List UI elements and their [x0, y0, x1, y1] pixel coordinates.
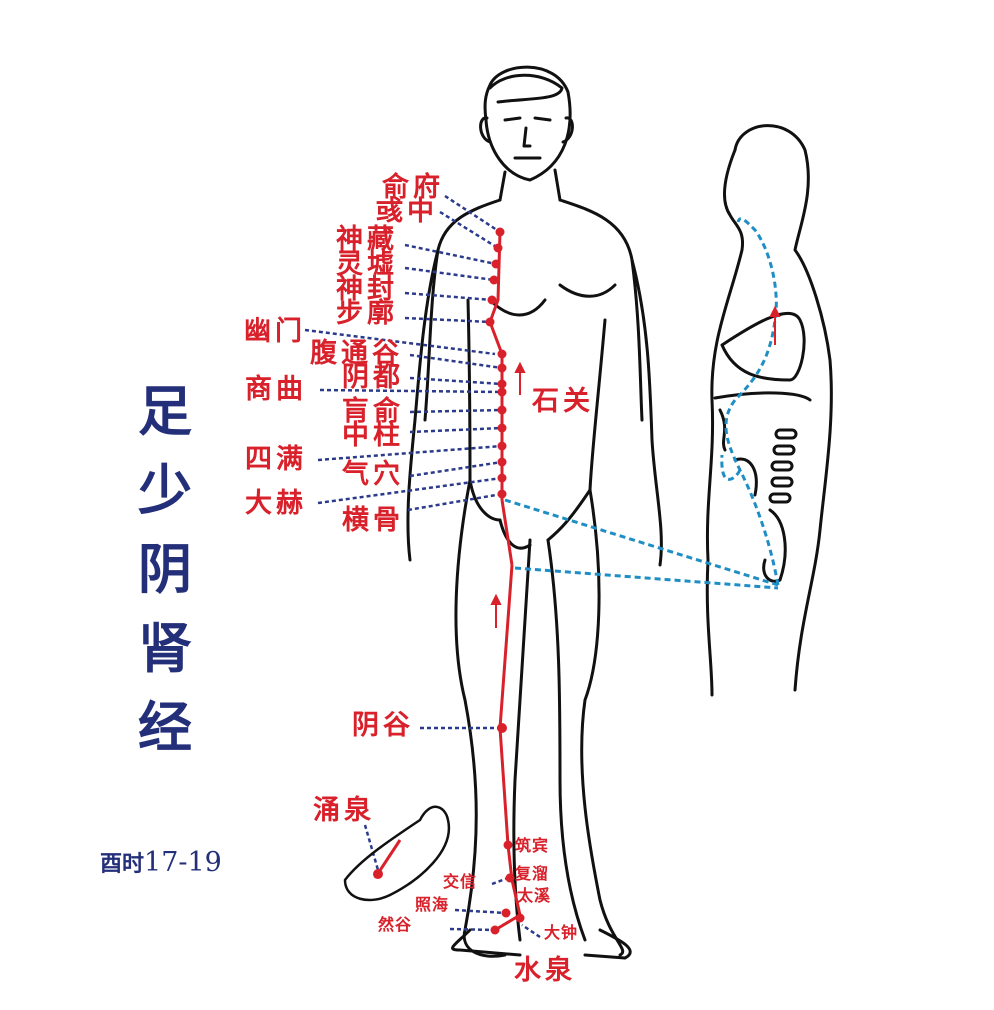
label-qixue: 气穴	[342, 461, 404, 488]
label-yongquan: 涌泉	[313, 797, 375, 824]
title-char: 少	[130, 451, 200, 530]
label-yindu: 阴都	[342, 364, 404, 391]
label-zhongzhu: 中柱	[342, 422, 404, 449]
flow-arrows	[492, 308, 779, 628]
label-shuiquan: 水泉	[514, 957, 576, 984]
meridian-title: 足 少 阴 肾 经	[130, 372, 200, 767]
time-text: 酉时	[100, 852, 144, 877]
meridian-line	[375, 232, 520, 930]
label-zhubin: 筑宾	[515, 838, 549, 854]
label-shangqu: 商曲	[245, 376, 307, 403]
title-char: 足	[130, 372, 200, 451]
label-youmen: 幽门	[244, 318, 306, 345]
label-dahe: 大赫	[245, 490, 307, 517]
label-dazhong: 大钟	[544, 925, 578, 941]
time-hours: 17-19	[144, 847, 222, 878]
time-label: 酉时17-19	[100, 846, 222, 878]
label-fuliu: 复溜	[515, 866, 549, 882]
label-yingu: 阴谷	[352, 712, 414, 739]
label-shiguan: 石关	[532, 388, 594, 415]
title-char: 经	[130, 688, 200, 767]
label-jiaoxin: 交信	[443, 874, 477, 890]
label-bulang: 步廓	[336, 300, 398, 327]
title-char: 肾	[130, 609, 200, 688]
label-zhaohai: 照海	[415, 897, 449, 913]
title-char: 阴	[130, 530, 200, 609]
label-taixi: 太溪	[517, 888, 551, 904]
label-siman: 四满	[245, 446, 307, 473]
label-rangu: 然谷	[378, 917, 412, 933]
label-yuzhong: 彧中	[376, 198, 438, 225]
front-body-outline	[408, 67, 661, 958]
side-body-outline	[707, 126, 831, 695]
label-henggu: 横骨	[342, 507, 404, 534]
